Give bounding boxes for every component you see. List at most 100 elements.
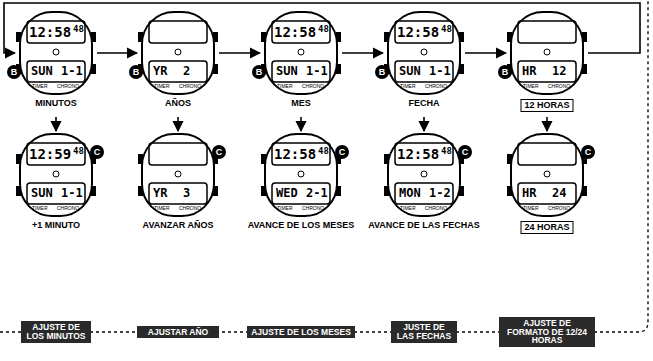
flow-arrow [423, 117, 425, 131]
lcd-digits: MON [399, 187, 421, 199]
watch-outline [138, 132, 218, 218]
watch-outline [138, 10, 218, 96]
mode-label: TIMER [32, 206, 48, 211]
lcd-digits: 48 [73, 147, 84, 156]
lcd-digits: 24 [552, 187, 566, 199]
lcd-digits: WED [276, 187, 298, 199]
mode-label: CHRONO [179, 84, 201, 89]
mode-label: CHRONO [425, 84, 447, 89]
flow-arrow [219, 52, 260, 54]
step-caption: +1 MINUTO [32, 221, 80, 230]
button-label: B [498, 65, 512, 79]
lcd-digits: 1-1 [61, 187, 83, 199]
step-caption: MES [291, 99, 311, 108]
button-label: C [581, 145, 595, 159]
watch-outline [261, 10, 341, 96]
mode-label: TIMER [400, 84, 416, 89]
lcd-digits: 48 [441, 147, 452, 156]
watch-face: 12:5848MON1-2TIMERCHRONOAVANCE DE LAS FE… [384, 132, 464, 238]
band-text: AJUSTE DE FORMATO DE 12/24 HORAS [499, 317, 595, 348]
watch-face: HR12TIMERCHRONO12 HORAS [507, 10, 587, 116]
mode-label: TIMER [523, 84, 539, 89]
mode-label: CHRONO [57, 84, 79, 89]
mode-label: CHRONO [425, 206, 447, 211]
mode-label: CHRONO [179, 206, 201, 211]
lcd-digits: 3 [183, 187, 190, 199]
button-label: B [252, 65, 266, 79]
mode-label: TIMER [154, 206, 170, 211]
lcd-digits: 48 [441, 25, 452, 34]
lcd-digits: 1-1 [306, 65, 328, 77]
watch-face: YR 3TIMER CHRONO AVANZAR AÑOS [138, 132, 218, 238]
band-text: AJUSTAR AÑO [137, 326, 219, 339]
lcd-digits: 1-1 [429, 65, 451, 77]
watch-outline [261, 132, 341, 218]
watch-outline [16, 132, 96, 218]
step-caption: 24 HORAS [520, 221, 573, 234]
flow-arrow [342, 52, 383, 54]
section-band: AJUSTE DE FORMATO DE 12/24 HORAS [499, 317, 595, 348]
mode-label: TIMER [400, 206, 416, 211]
flow-arrow [97, 52, 137, 54]
section-band: AJUSTE DE LOS MESES [247, 326, 355, 339]
lcd-digits: 12:58 [397, 25, 439, 39]
lcd-digits: 48 [318, 147, 329, 156]
flow-arrow [465, 52, 506, 54]
lcd-digits: 12:58 [274, 147, 316, 161]
step-caption: AVANCE DE LAS FECHAS [368, 221, 480, 230]
watch-face: YR2TIMERCHRONOAÑOS [138, 10, 218, 116]
mode-label: CHRONO [302, 84, 324, 89]
mode-label: CHRONO [302, 206, 324, 211]
band-text: AJUSTE DE LOS MESES [247, 326, 355, 339]
lcd-digits: 12:58 [29, 25, 71, 39]
lcd-digits: 1-2 [429, 187, 451, 199]
watch-face: 12:5848SUN 1-1TIMER CHRONO FECHA [384, 10, 464, 116]
button-label: C [458, 145, 472, 159]
button-label: B [129, 65, 143, 79]
watch-outline [384, 132, 464, 218]
lcd-digits: HR [522, 187, 536, 199]
mode-label: CHRONO [57, 206, 79, 211]
mode-label: TIMER [277, 84, 293, 89]
mode-label: TIMER [277, 206, 293, 211]
section-band: AJUSTE DE LOS MINUTOS [21, 321, 91, 343]
lcd-digits: 2-1 [306, 187, 328, 199]
flow-arrow [300, 117, 302, 131]
lcd-digits: 48 [73, 25, 84, 34]
band-text: JUSTE DE LAS FECHAS [391, 321, 457, 343]
watch-outline [16, 10, 96, 96]
watch-face: 12:5948SUN 1-1TIMER CHRONO +1 MINUTO [16, 132, 96, 238]
button-label: B [375, 65, 389, 79]
lcd-digits: 12:58 [397, 147, 439, 161]
lcd-digits: 48 [318, 25, 329, 34]
section-band: AJUSTAR AÑO [137, 326, 219, 339]
watch-outline [507, 132, 587, 218]
dotted-line [0, 0, 648, 332]
flow-arrow [55, 117, 57, 131]
step-caption: AVANZAR AÑOS [143, 221, 214, 230]
lcd-digits: 12:59 [29, 147, 71, 161]
lcd-digits: SUN [31, 187, 53, 199]
lcd-digits: 12 [552, 65, 566, 77]
watch-face: 12:5848SUN1-1TIMERCHRONOMINUTOS [16, 10, 96, 116]
watch-face: 12:5848WED2-1TIMERCHRONOAVANCE DE LOS ME… [261, 132, 341, 238]
lcd-digits: 2 [183, 65, 190, 77]
flow-arrow [177, 117, 179, 131]
flow-arrow [546, 117, 548, 131]
mode-label: TIMER [523, 206, 539, 211]
step-caption: AÑOS [165, 99, 191, 108]
mode-label: CHRONO [548, 206, 570, 211]
lcd-digits: SUN [276, 65, 298, 77]
step-caption: FECHA [409, 99, 440, 108]
lcd-digits: SUN [399, 65, 421, 77]
mode-label: CHRONO [548, 84, 570, 89]
lcd-digits: 12:58 [274, 25, 316, 39]
watch-outline [384, 10, 464, 96]
mode-label: TIMER [32, 84, 48, 89]
mode-label: TIMER [154, 84, 170, 89]
lcd-digits: YR [153, 187, 167, 199]
lcd-digits: 1-1 [61, 65, 83, 77]
watch-face: HR 24TIMER CHRONO 24 HORAS [507, 132, 587, 238]
watch-face: 12:5848SUN 1-1TIMER CHRONO MES [261, 10, 341, 116]
step-caption: AVANCE DE LOS MESES [248, 221, 355, 230]
